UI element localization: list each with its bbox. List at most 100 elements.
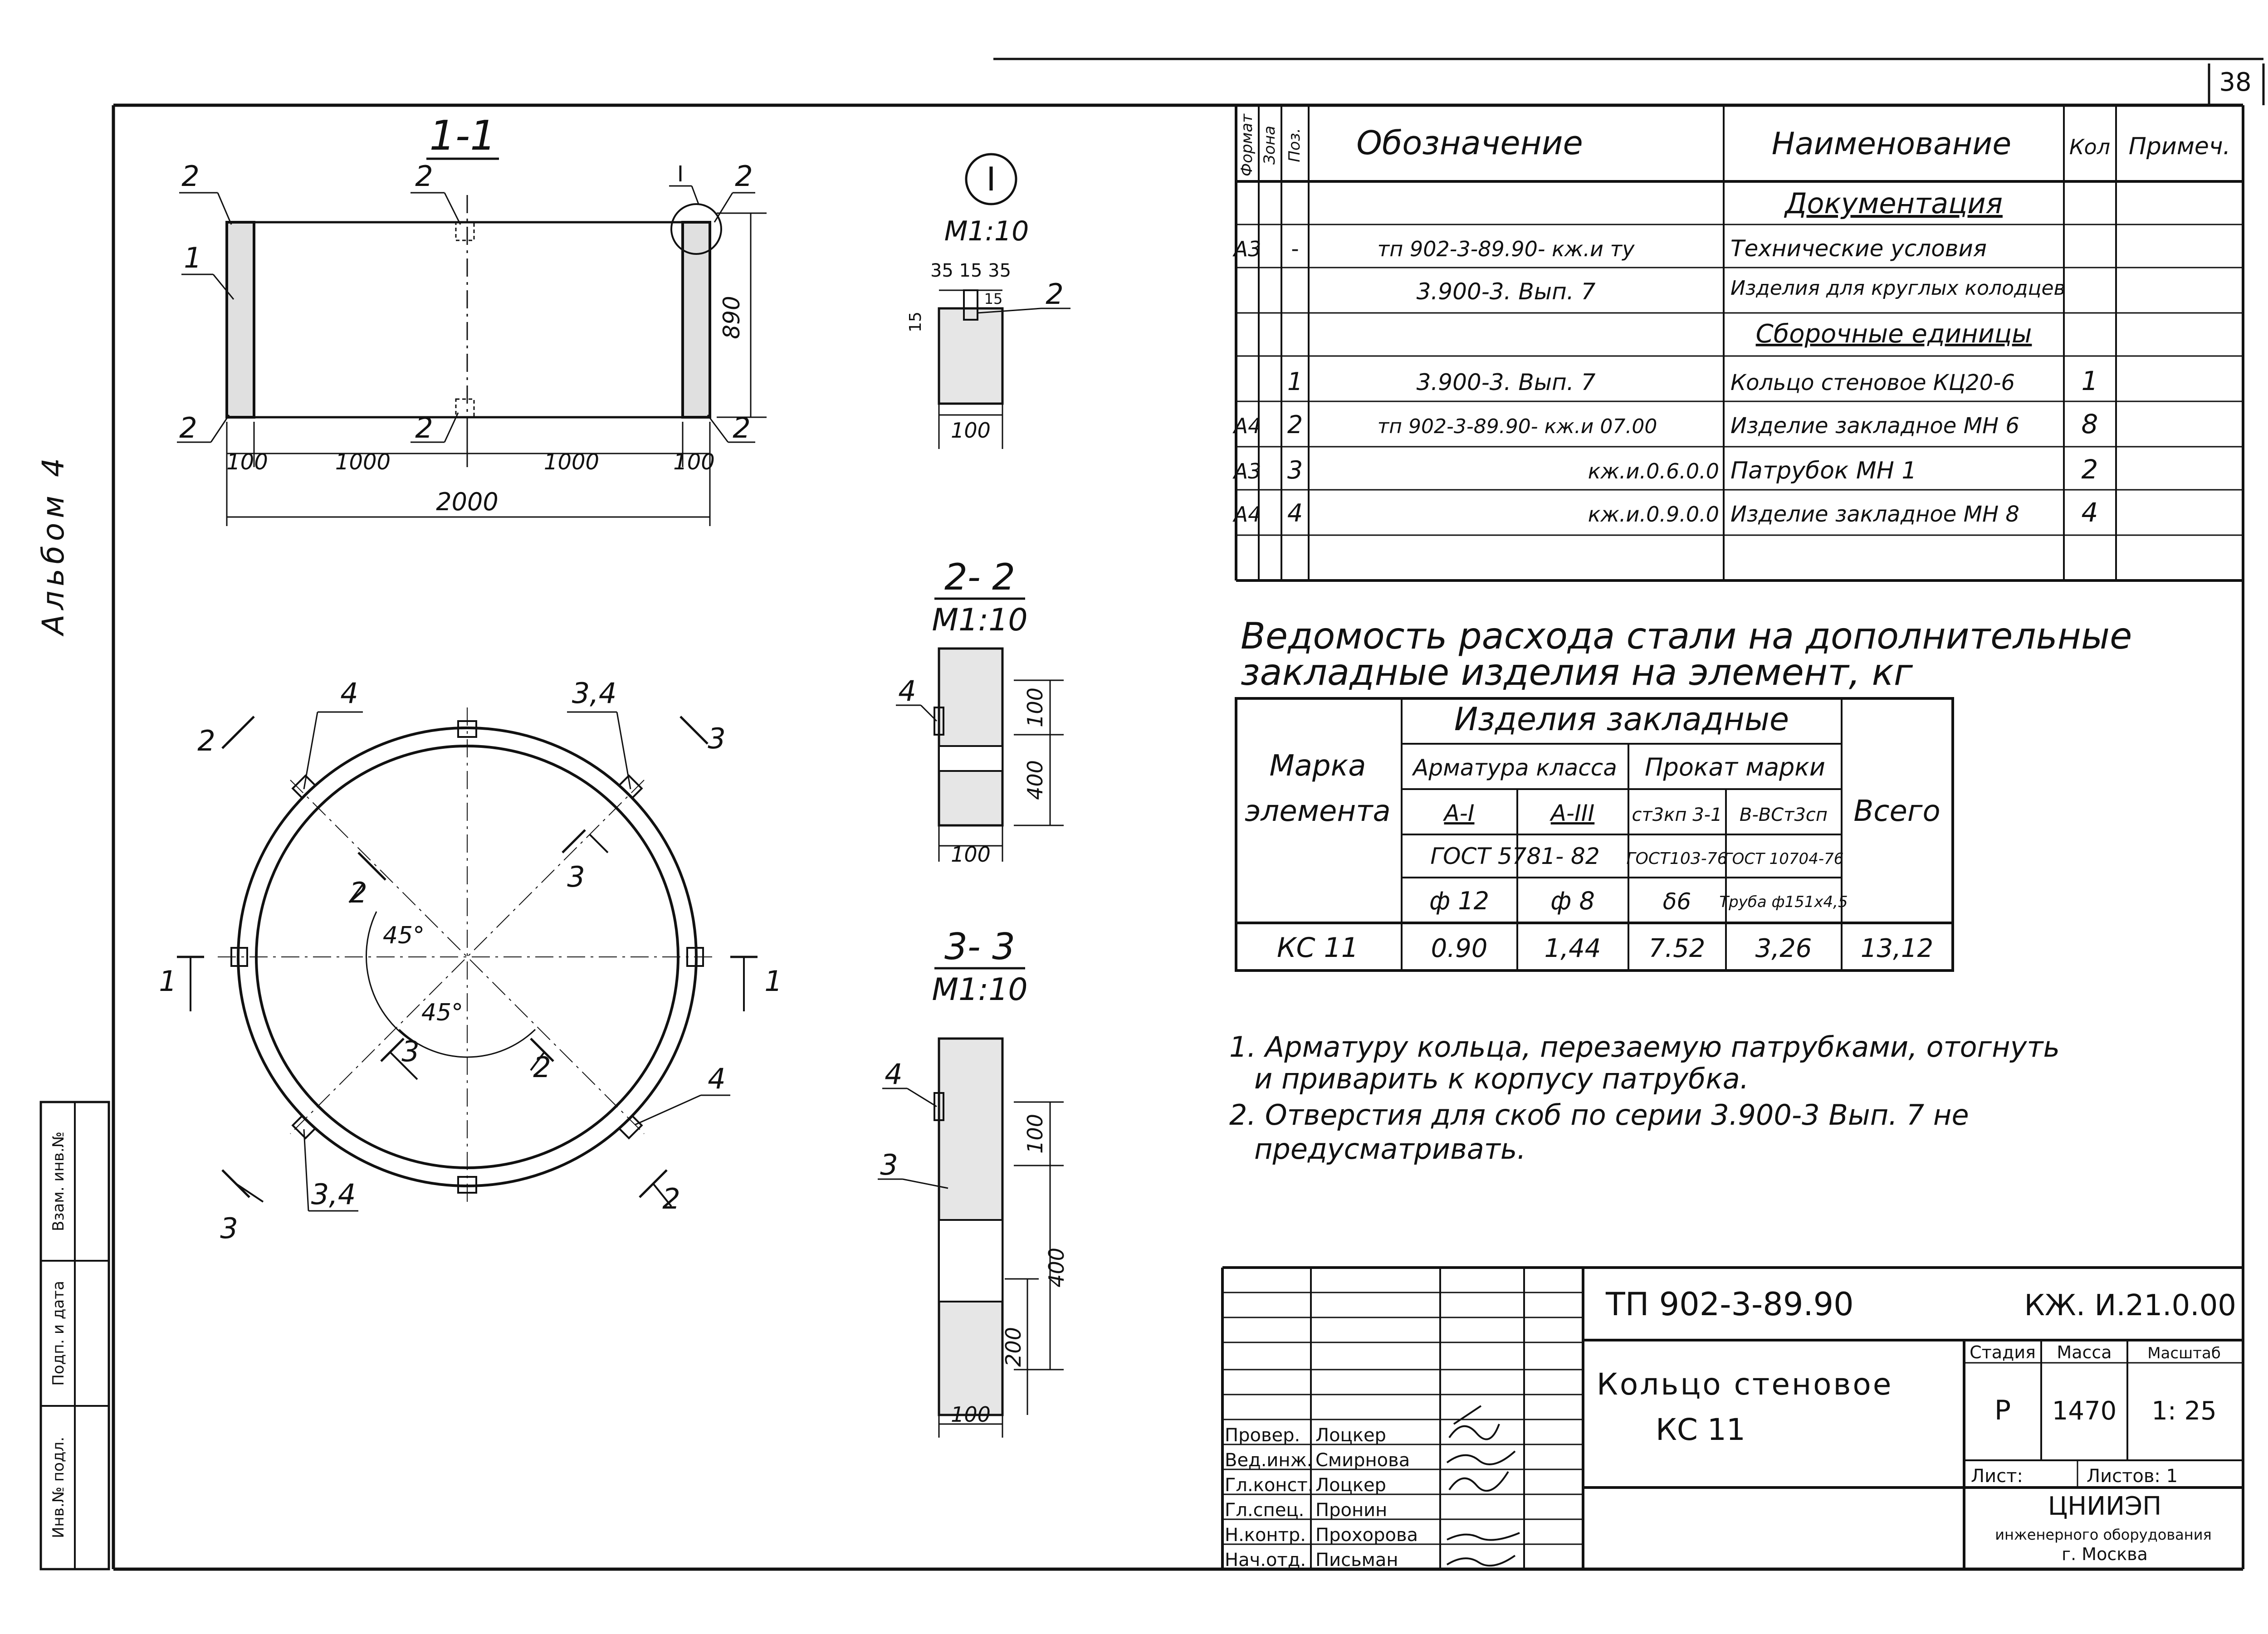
section-3-3-scale: М1:10 [932,972,1027,1008]
mass-header: Масса [2057,1342,2112,1362]
steel-row-st3: 7.52 [1649,934,1706,963]
steel-phi12: ф 12 [1429,887,1489,915]
plan-cut-1-left: 1 [159,965,176,998]
callout-detail-I: I [677,161,684,187]
staff-5-role: Н.контр. [1225,1525,1306,1546]
spec-table: Формат Зона Поз. Обозначение Наименовани… [1232,105,2243,582]
side-stamp: Инв.№ подл. Подп. и дата Взам. инв.№ [39,1101,110,1571]
section-2-2-title: 2- 2 [944,556,1015,598]
dim-height-890: 890 [719,296,745,339]
spec-row-2-designation: 3.900-3. Вып. 7 [1417,278,1596,305]
steel-row-a1: 0.90 [1431,934,1488,963]
dim-1000-right: 1000 [544,449,599,475]
drawing-name-1: Кольцо стеновое [1597,1367,1893,1402]
spec-row-4-format: А4 [1232,414,1261,438]
spec-row-1-name: Технические условия [1730,235,1987,262]
steel-col-total: Всего [1853,795,1940,828]
spec-row-3-name: Кольцо стеновое КЦ20-6 [1730,370,2015,395]
plan-cut-2-inner: 2 [349,876,367,909]
title-block: Провер. Лоцкер Вед.инж. Смирнова Гл.конс… [1221,1266,2243,1571]
section-2-2-scale: М1:10 [932,602,1027,638]
note-1-line-2: и приварить к корпусу патрубка. [1254,1062,1749,1095]
plan-cut-2-bottomright: 2 [662,1182,680,1215]
spec-row-6-pos: 4 [1287,499,1303,527]
steel-row-a3: 1,44 [1545,934,1601,963]
spec-section-assembly: Сборочные единицы [1756,319,2032,349]
org-name: ЦНИИЭП [2048,1492,2162,1521]
steel-phi8: ф 8 [1550,887,1595,915]
detail-I-width: 100 [951,418,991,443]
plan-cut-1-right: 1 [764,965,782,998]
plan-cut-3-inner-lower: 3 [401,1035,419,1068]
spec-row-3-pos: 1 [1287,367,1303,396]
spec-row-1-designation: тп 902-3-89.90- кж.и ту [1377,237,1635,261]
plan-callout-34-bottom: 3,4 [311,1178,356,1211]
spec-row-2-name: Изделия для круглых колодцев [1730,277,2065,300]
callout-2-top-mid: 2 [415,160,433,193]
spec-row-5-pos: 3 [1287,456,1303,484]
spec-header-pos: Поз. [1286,128,1304,162]
spec-row-1-pos: - [1291,236,1299,262]
spec-row-3-qty: 1 [2082,366,2098,396]
side-stamp-sign: Подп. и дата [49,1281,68,1386]
detail-I: I М1:10 35 15 35 15 15 100 2 [906,153,1070,449]
plan-cut-3-inner: 3 [567,860,585,893]
staff-1-role: Провер. [1225,1425,1300,1446]
section-1-1-title: 1-1 [430,112,496,160]
section-3-3-dim-200: 200 [1001,1327,1026,1367]
steel-table: Марка элемента Изделия закладные Арматур… [1235,697,1954,972]
section-3-3: 3- 3 М1:10 100 400 200 100 4 3 [878,926,1069,1438]
note-2-line-1: 2. Отверстия для скоб по серии 3.900-3 В… [1229,1098,1969,1132]
side-stamp-replace: Взам. инв.№ [49,1132,68,1231]
plan-callout-34-top: 3,4 [572,677,617,710]
spec-row-6-name: Изделие закладное МН 8 [1730,502,2019,527]
drawing-mark: КЖ. И.21.0.00 [2024,1289,2236,1322]
staff-2-name: Смирнова [1315,1450,1410,1471]
steel-vst: В-ВСт3сп [1740,805,1828,825]
detail-I-dim-15-inner: 15 [984,290,1003,307]
steel-s6: δ6 [1663,888,1691,915]
spec-header-format: Формат [1238,113,1256,176]
staff-3-name: Лоцкер [1315,1475,1386,1496]
section-3-3-dim-400: 400 [1044,1248,1069,1288]
section-3-3-dim-100: 100 [1023,1114,1047,1154]
steel-a3: А-III [1549,800,1594,826]
spec-row-4-designation: тп 902-3-89.90- кж.и 07.00 [1378,415,1657,438]
steel-title-line-1: Ведомость расхода стали на дополнительны… [1241,615,2132,657]
dim-100-left: 100 [226,449,268,475]
note-1-line-1: 1. Арматуру кольца, перезаемую патрубкам… [1229,1030,2060,1063]
section-1-1: 1-1 890 100 1000 1000 100 2000 2 1 [177,112,767,526]
spec-section-documentation: Документация [1784,187,2003,220]
callout-2-top-left: 2 [181,160,199,193]
callout-2-bottom-mid: 2 [415,411,433,444]
callout-2-bottom-right: 2 [733,411,750,444]
steel-a1: А-I [1443,800,1475,826]
steel-row-vst: 3,26 [1755,934,1812,963]
spec-row-6-format: А4 [1232,502,1261,527]
callout-2-bottom-left: 2 [179,411,197,444]
staff-4-role: Гл.спец. [1225,1500,1304,1521]
detail-I-dim-15-left: 15 [906,312,925,332]
mass-value: 1470 [2052,1396,2117,1426]
spec-header-qty: Кол [2069,135,2110,159]
callout-1: 1 [184,241,201,274]
spec-row-4-name: Изделие закладное МН 6 [1730,413,2019,439]
detail-I-mark: I [986,160,996,198]
steel-pipe: Труба ф151х4,5 [1719,893,1848,911]
side-stamp-inv: Инв.№ подл. [49,1437,68,1538]
steel-st3: ст3кп 3-1 [1632,805,1722,825]
signatures [1446,1405,1520,1567]
notes: 1. Арматуру кольца, перезаемую патрубкам… [1229,1030,2060,1166]
plan-cut-2-topleft: 2 [197,724,215,757]
scale-header: Масштаб [2147,1344,2221,1362]
steel-col-mark-2: элемента [1245,795,1390,828]
staff-2-role: Вед.инж. [1225,1450,1312,1471]
detail-I-scale: М1:10 [944,215,1029,247]
plan-cut-3-bottomleft: 3 [220,1212,238,1245]
project-code: ТП 902-3-89.90 [1605,1286,1854,1323]
section-2-2-dim-400: 400 [1023,760,1047,800]
plan-cut-2-inner-lower: 2 [533,1051,551,1084]
steel-sub-armature: Арматура класса [1412,755,1617,781]
spec-header-name: Наименование [1772,126,2011,162]
